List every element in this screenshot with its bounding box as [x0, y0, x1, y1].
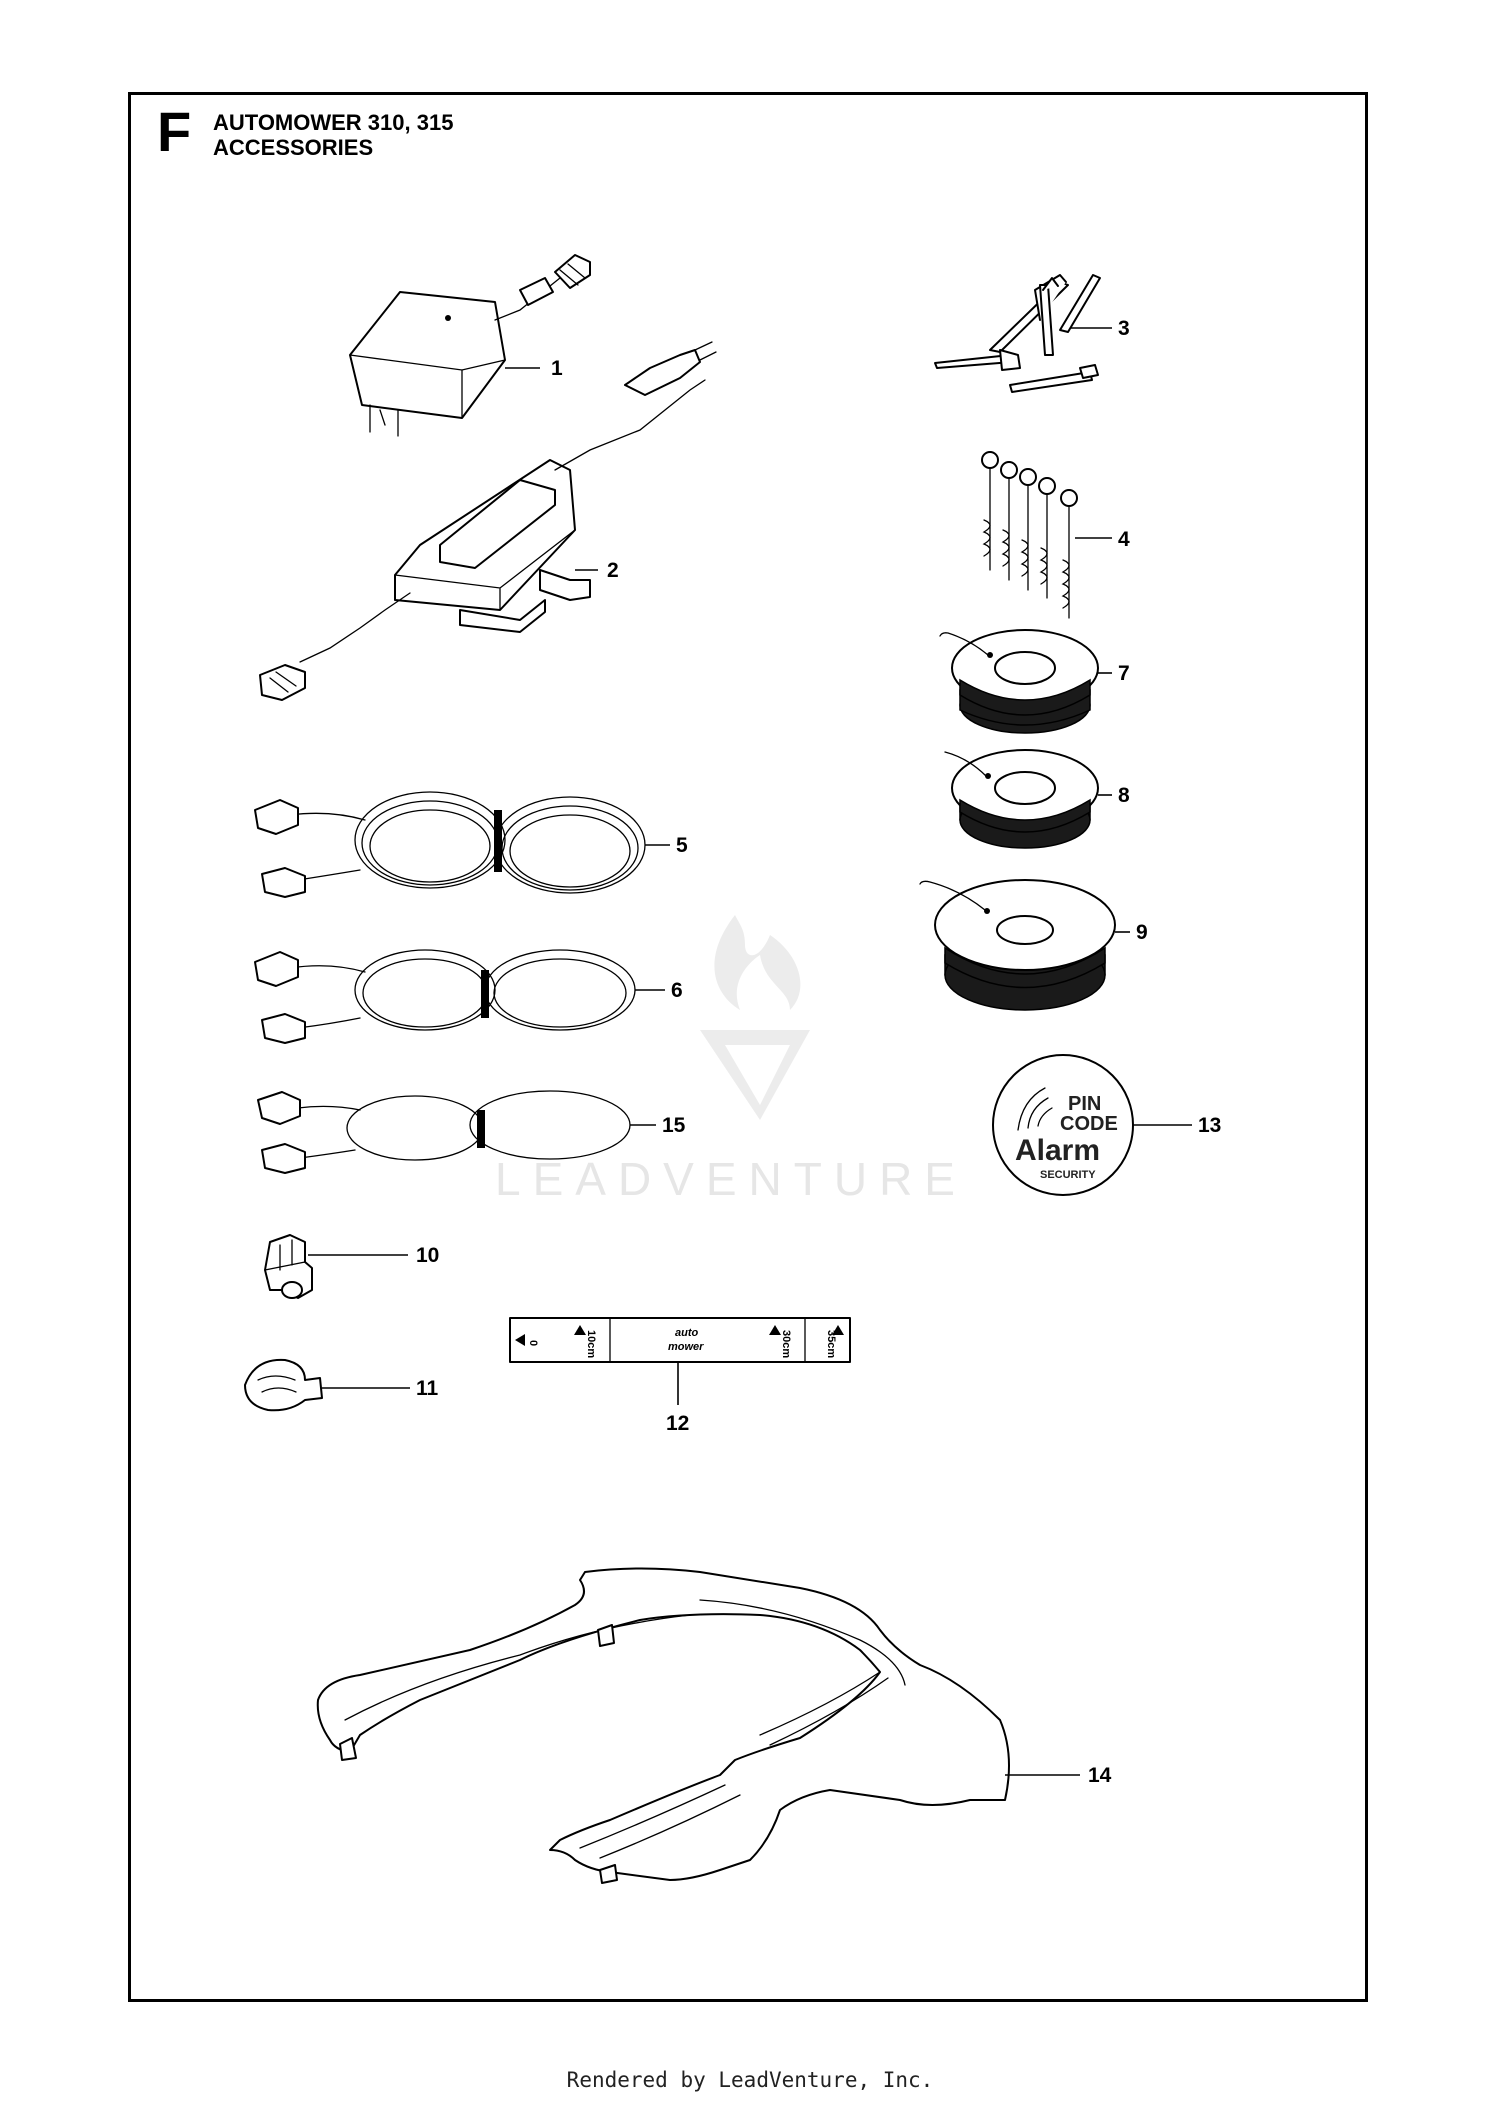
decal-alarm: Alarm — [1015, 1134, 1100, 1167]
callout-14: 14 — [1005, 1764, 1112, 1787]
footer-credit: Rendered by LeadVenture, Inc. — [566, 2068, 934, 2092]
part-6-cable-medium[interactable] — [254, 949, 636, 1044]
callout-10: 10 — [308, 1244, 439, 1267]
callout-1: 1 — [505, 357, 563, 380]
callout-number: 5 — [676, 834, 688, 857]
callout-2: 2 — [575, 559, 619, 582]
part-8-wire-reel[interactable] — [944, 749, 1099, 849]
callout-15: 15 — [630, 1114, 686, 1137]
diagram-title: AUTOMOWER 310, 315 ACCESSORIES — [213, 110, 453, 160]
strip-mark-30: 30cm — [780, 1330, 792, 1358]
strip-brand-mower: mower — [668, 1341, 704, 1353]
section-letter: F — [157, 100, 192, 163]
callout-number: 7 — [1118, 662, 1130, 685]
decal-pin: PIN — [1068, 1093, 1101, 1115]
diagram-frame — [128, 92, 1368, 2002]
callout-number: 13 — [1198, 1114, 1221, 1137]
part-15-cable-short[interactable] — [257, 1090, 631, 1174]
callout-8: 8 — [1098, 784, 1130, 807]
strip-mark-35: 35cm — [825, 1330, 837, 1358]
callout-number: 9 — [1136, 921, 1148, 944]
callout-number: 4 — [1118, 528, 1130, 551]
callout-11: 11 — [322, 1377, 439, 1400]
callout-number: 8 — [1118, 784, 1130, 807]
callout-4: 4 — [1075, 528, 1130, 551]
part-14-body-cover[interactable] — [316, 1567, 1010, 1884]
strip-mark-10: 10cm — [585, 1330, 597, 1358]
part-5-cable-long[interactable] — [254, 791, 646, 898]
part-1-charger[interactable] — [349, 254, 591, 437]
callout-number: 12 — [666, 1412, 689, 1435]
watermark: LEADVENTURE — [495, 915, 967, 1205]
callout-9: 9 — [1115, 921, 1148, 944]
callout-number: 15 — [662, 1114, 686, 1137]
callout-number: 10 — [416, 1244, 439, 1267]
part-3-pegs[interactable] — [934, 274, 1101, 393]
watermark-text: LEADVENTURE — [495, 1153, 967, 1205]
callout-number: 6 — [671, 979, 683, 1002]
callout-6: 6 — [635, 979, 683, 1002]
callout-5: 5 — [645, 834, 688, 857]
part-7-wire-reel[interactable] — [939, 629, 1099, 734]
callout-number: 1 — [551, 357, 563, 380]
part-13-alarm-decal[interactable]: PIN CODE Alarm SECURITY — [992, 1054, 1134, 1196]
part-11-coupler[interactable] — [244, 1358, 323, 1412]
callout-12: 12 — [666, 1362, 689, 1435]
part-4-screw-pegs[interactable] — [981, 451, 1078, 619]
callout-number: 2 — [607, 559, 619, 582]
callout-number: 3 — [1118, 317, 1130, 340]
callout-3: 3 — [1070, 317, 1130, 340]
part-10-connector[interactable] — [264, 1234, 313, 1299]
title-category-line: ACCESSORIES — [213, 135, 374, 160]
callout-number: 14 — [1088, 1764, 1112, 1787]
decal-code: CODE — [1060, 1113, 1118, 1135]
part-9-wire-reel[interactable] — [919, 879, 1116, 1011]
callout-7: 7 — [1098, 662, 1130, 685]
decal-security: SECURITY — [1040, 1169, 1096, 1181]
part-2-transformer[interactable] — [259, 341, 717, 701]
callout-number: 11 — [416, 1377, 439, 1400]
title-model-line: AUTOMOWER 310, 315 — [213, 110, 454, 135]
part-12-measuring-strip[interactable]: 0 10cm auto mower 30cm 35cm — [509, 1317, 851, 1363]
strip-mark-0: 0 — [527, 1340, 539, 1346]
callout-13: 13 — [1133, 1114, 1221, 1137]
strip-brand-auto: auto — [675, 1327, 699, 1339]
